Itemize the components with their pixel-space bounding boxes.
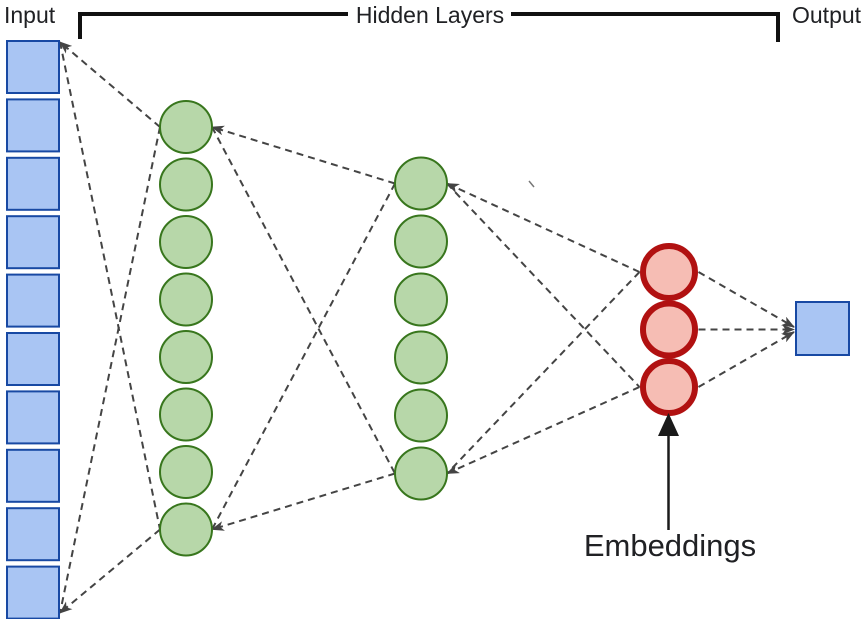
connection-line [446,182,641,388]
hidden-layer-2-node [394,388,448,443]
embedding-layer [640,243,698,416]
connection-line [211,183,396,530]
connection-line [59,528,161,614]
connection-line [446,386,640,475]
hidden-layers-label: Hidden Layers [355,2,505,28]
hidden-layer-1-node [159,157,213,212]
embeddings-arrowhead-icon [658,413,679,436]
hidden-layer-2-node [394,214,448,269]
embedding-layer-node [640,243,698,301]
connection-line [446,182,640,273]
hidden-layer-1-node [159,330,213,384]
hidden-layer-2-node [394,330,448,385]
input-node [6,156,60,211]
input-node [6,273,60,328]
connection-line [211,472,396,531]
embeddings-label: Embeddings [583,528,757,563]
input-node [6,98,60,153]
hidden-layer-1 [159,100,213,557]
connection-line [59,126,161,614]
input-node [6,40,60,94]
input-node [6,507,60,562]
connection-line [211,125,396,185]
hidden-layer-2-node [394,156,448,211]
output-layer-label: Output [792,2,862,28]
input-node [6,215,60,270]
embedding-layer-node [640,300,698,359]
input-node [6,390,60,445]
hidden-layer-2-node [394,446,448,501]
hidden-layer-1-node [159,215,213,269]
input-node [6,448,60,503]
connection-line [211,126,396,474]
hidden-layer-1-node [159,272,213,327]
connection-line [446,271,641,475]
connection-line [698,271,795,328]
hidden-layers-bracket [78,12,780,42]
input-node [6,565,60,619]
input-layer-label: Input [4,2,56,28]
hidden-layer-1-node [159,445,213,499]
connection-line [698,331,795,388]
input-layer [6,40,60,619]
input-node [6,332,60,386]
connection-lines [59,41,795,614]
embedding-layer-node [640,358,698,416]
hidden-layer-1-node [159,100,213,154]
output-node [795,301,850,356]
stray-dash-mark [528,180,535,188]
hidden-layer-1-node [159,502,213,557]
connection-line [59,41,161,128]
hidden-layer-1-node [159,387,213,442]
hidden-layer-2-node [394,272,448,327]
embeddings-arrow [658,413,679,530]
connection-line [59,41,161,530]
hidden-layer-2 [394,156,448,501]
